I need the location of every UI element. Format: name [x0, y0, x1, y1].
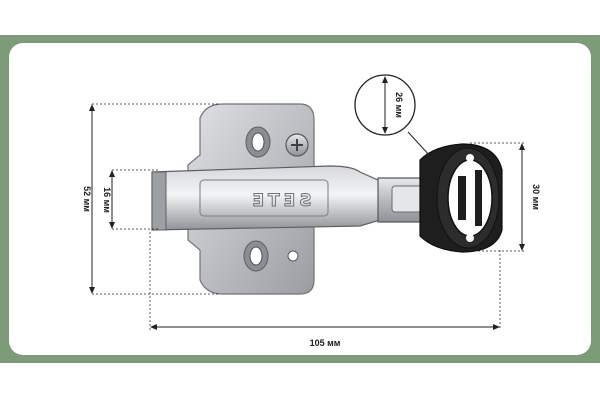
brand-stamp: SETE [248, 191, 311, 211]
hinge-cup [419, 143, 503, 253]
dimension-cup-diameter: 30 мм [470, 142, 541, 252]
plate-slot-top [245, 126, 271, 158]
dimension-arm-height: 16 мм [102, 169, 158, 230]
label-total-length: 105 мм [310, 338, 341, 348]
adjust-screw-icon [285, 133, 309, 157]
dimension-cup-depth: 26 мм [354, 74, 431, 157]
dimension-total-length: 105 мм [149, 232, 501, 348]
label-plate-height: 52 мм [82, 186, 92, 212]
plate-slot-bottom [243, 240, 269, 272]
label-arm-height: 16 мм [102, 187, 112, 213]
hinge-arm: SETE [151, 165, 433, 231]
plate-hole [287, 250, 299, 262]
label-cup-diameter: 30 мм [531, 184, 541, 210]
label-cup-depth: 26 мм [394, 92, 404, 118]
dimension-plate-height: 52 мм [82, 103, 220, 295]
